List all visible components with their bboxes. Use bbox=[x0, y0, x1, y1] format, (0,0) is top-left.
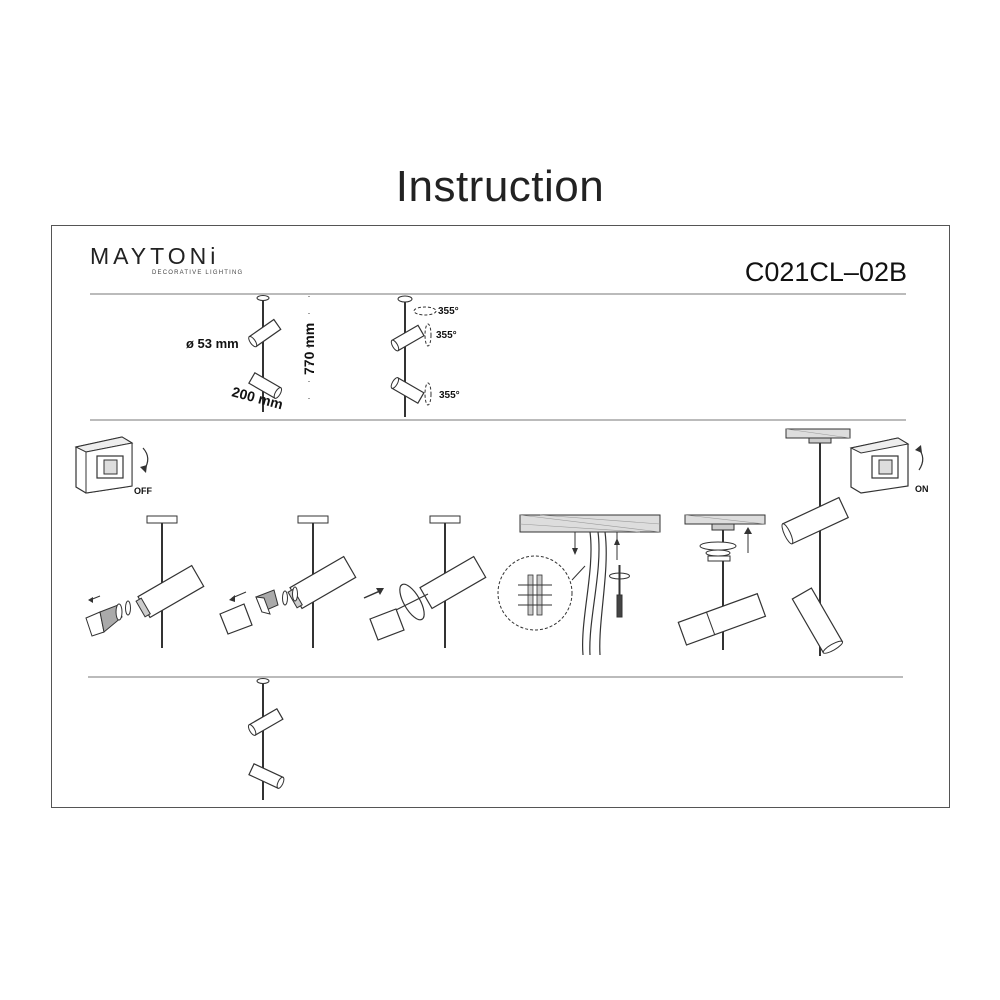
rotation-drawing: 355° 355° 355° bbox=[390, 295, 460, 417]
rotation-label-2: 355° bbox=[436, 330, 457, 341]
switch-off-label: OFF bbox=[134, 486, 152, 496]
switch-off-illustration: OFF bbox=[74, 436, 152, 496]
instruction-frame bbox=[51, 225, 950, 808]
brand-tagline: DECORATIVE LIGHTING bbox=[152, 270, 244, 276]
page-title: Instruction bbox=[395, 162, 605, 211]
model-number: C021CL–02B bbox=[744, 257, 907, 287]
switch-on-illustration: ON bbox=[849, 437, 929, 494]
rotation-label-3: 355° bbox=[439, 390, 460, 401]
step-4-wiring bbox=[497, 514, 661, 656]
final-installed-lamp bbox=[781, 428, 851, 656]
rotation-label-1: 355° bbox=[438, 306, 459, 317]
dim-height: 770 mm bbox=[301, 323, 317, 375]
dim-diameter: ø 53 mm bbox=[186, 336, 239, 351]
switch-on-label: ON bbox=[915, 484, 929, 494]
dimension-drawing: ø 53 mm 770 mm 200 mm bbox=[186, 295, 317, 412]
step-2-insert-lamp bbox=[219, 515, 357, 648]
step-1-remove-head bbox=[85, 515, 205, 648]
step-5-mount-canopy bbox=[677, 514, 767, 650]
brand-logo: MAYTONi bbox=[90, 243, 220, 269]
bottom-lamp-drawing bbox=[247, 678, 285, 800]
step-3-assemble bbox=[363, 515, 487, 648]
